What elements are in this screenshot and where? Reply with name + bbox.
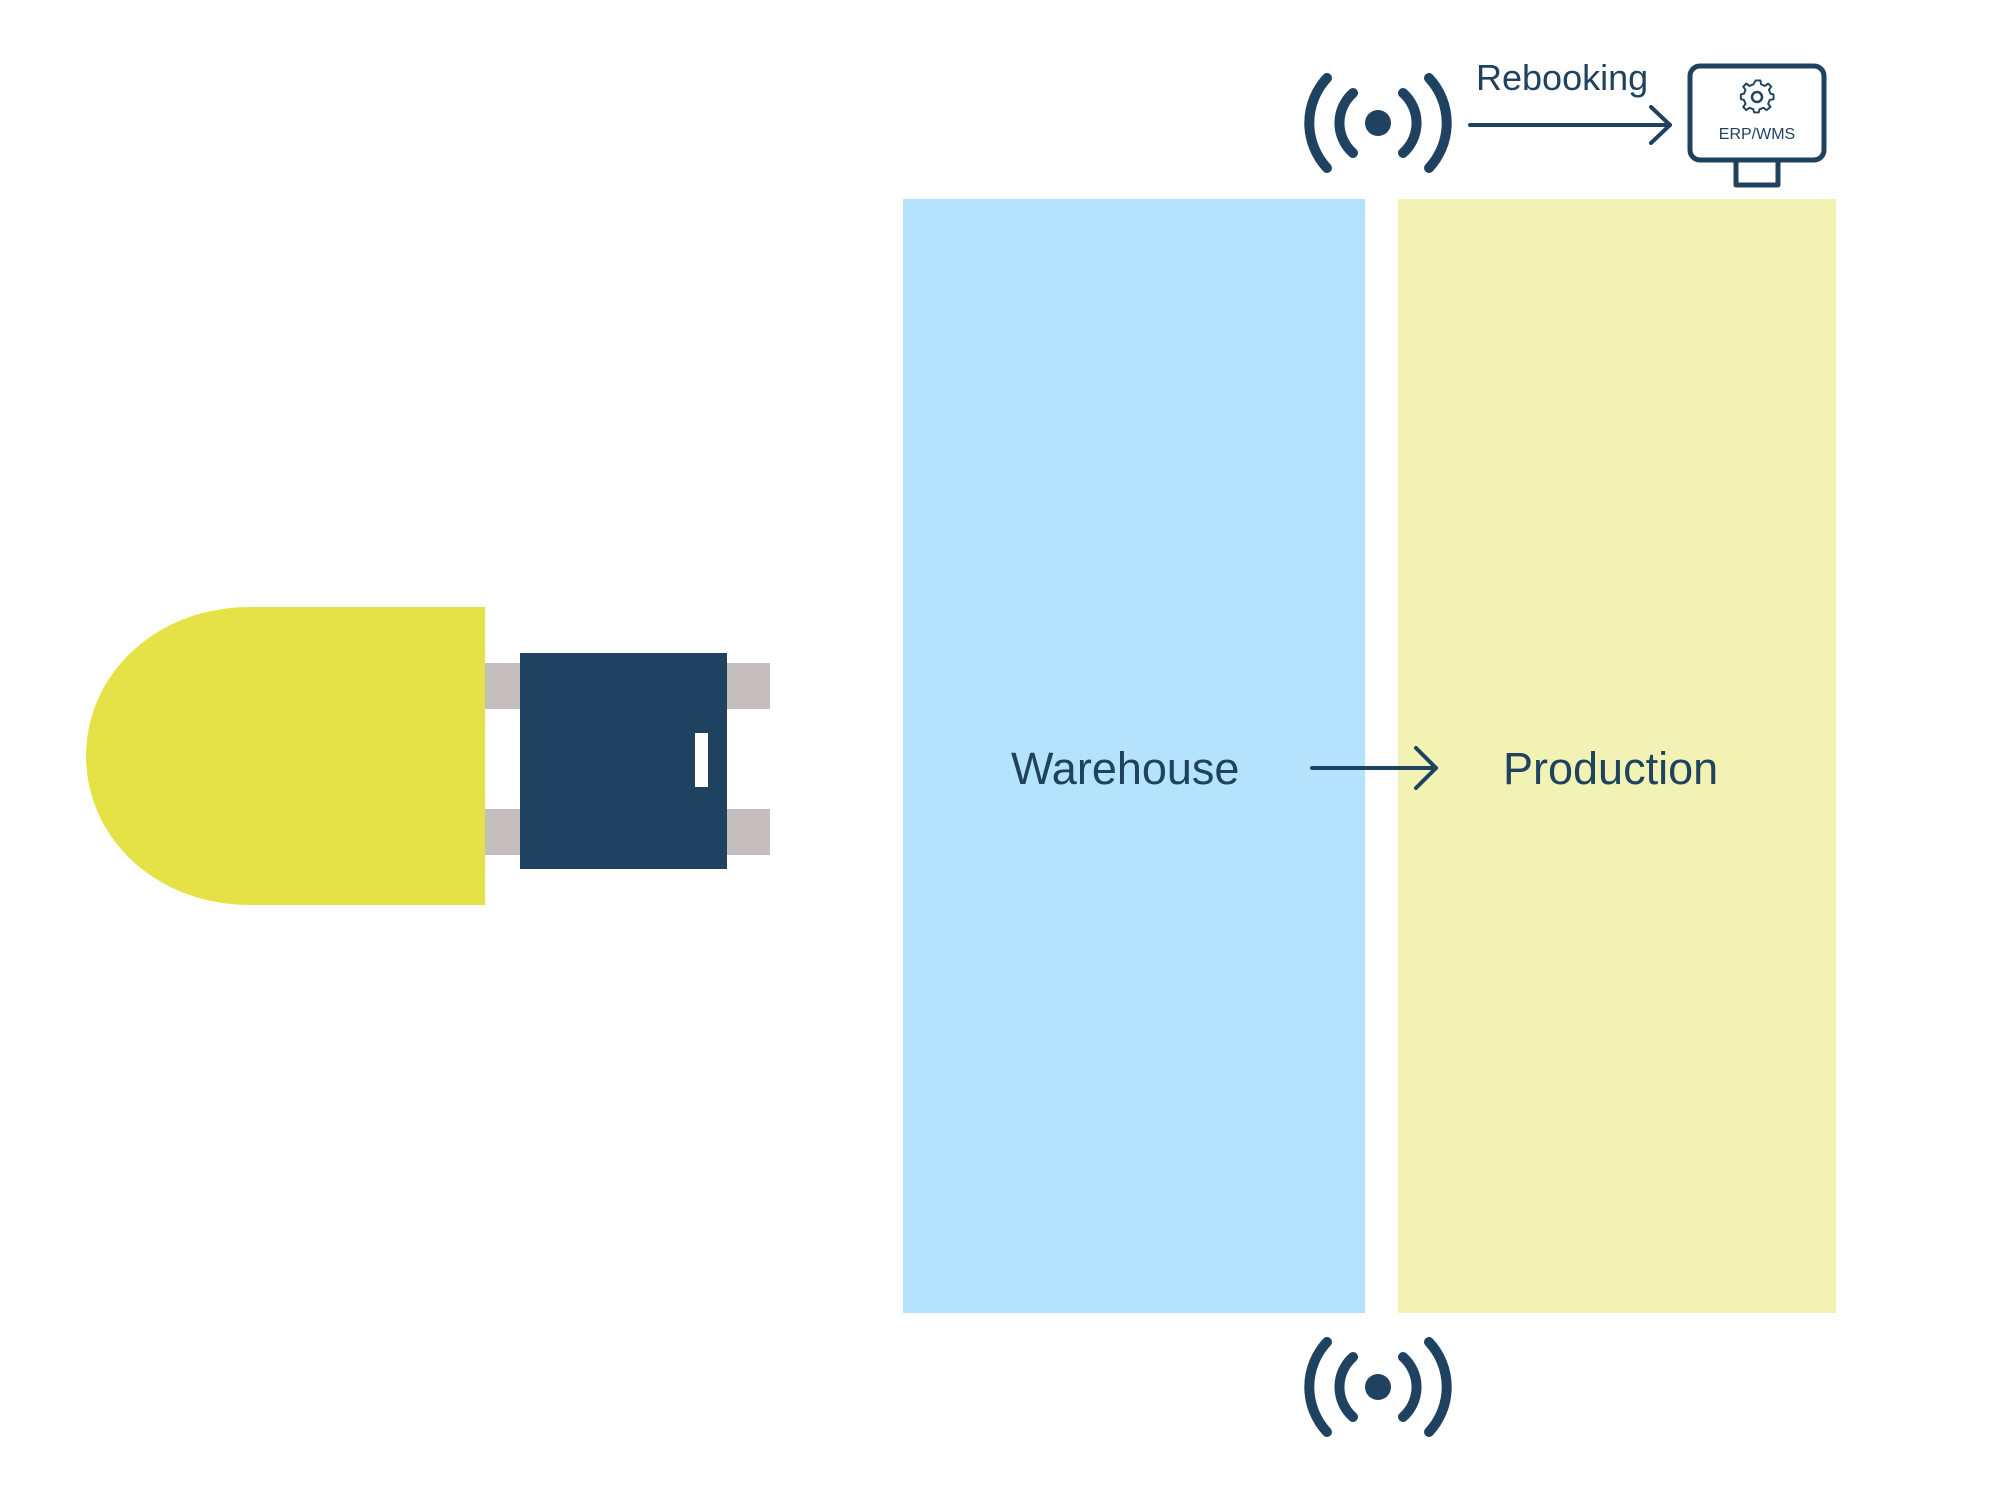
vehicle-load	[520, 653, 727, 869]
vehicle-body	[86, 607, 485, 905]
flow-arrow	[1310, 746, 1438, 790]
rebooking-label: Rebooking	[1476, 57, 1649, 98]
erp-wms-label: ERP/WMS	[1718, 126, 1796, 143]
forklift-vehicle	[86, 607, 770, 905]
rfid-signal-icon	[1304, 73, 1452, 173]
rfid-signal-icon	[1304, 1337, 1452, 1437]
production-zone	[1398, 199, 1836, 1313]
warehouse-zone	[903, 199, 1365, 1313]
load-marker	[695, 733, 708, 787]
warehouse-label: Warehouse	[1011, 743, 1240, 794]
gear-icon	[1739, 79, 1775, 114]
rebooking-arrow	[1468, 105, 1672, 145]
production-label: Production	[1503, 743, 1719, 794]
